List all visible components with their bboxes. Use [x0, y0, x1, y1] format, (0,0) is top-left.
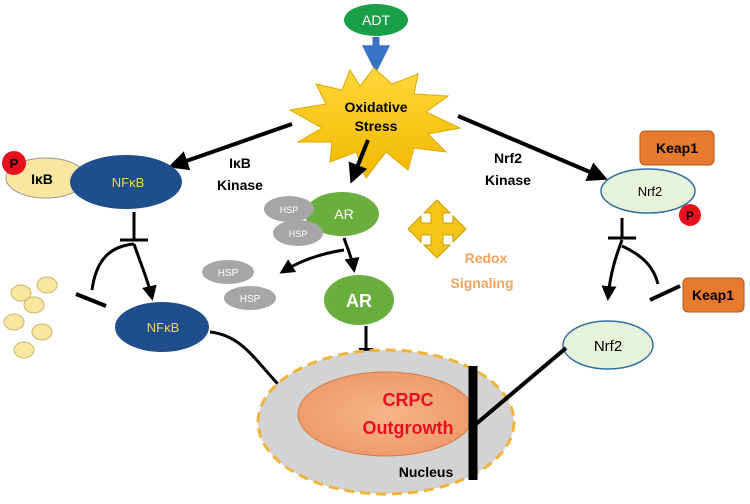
phospho-nrf2-badge — [679, 204, 701, 226]
keap1-node-bound — [639, 130, 715, 166]
nfkb-label-free: NFκB — [147, 320, 180, 335]
hsp-node-free — [224, 286, 276, 310]
ar-node-bound — [305, 192, 379, 236]
keap1-release-arrow — [621, 244, 660, 285]
crpc-outgrowth-node — [297, 371, 475, 457]
hsp-label: HSP — [280, 205, 299, 215]
ar-label-bound: AR — [334, 206, 353, 222]
hsp-node — [264, 196, 314, 222]
hsp-node-free — [202, 260, 254, 284]
oxidative-stress-node: Oxidative Stress — [288, 67, 462, 180]
redox-label-1: Redox — [465, 250, 508, 266]
hsp-label-free: HSP — [218, 268, 239, 279]
hsp-release-arrow — [279, 248, 345, 274]
phospho-ikb-badge — [2, 151, 26, 175]
hsp-label: HSP — [289, 229, 308, 239]
nucleus-label: Nucleus — [399, 464, 454, 480]
nfkb-label-cytoplasm: NFκB — [112, 175, 145, 190]
nfkb-free-node: NFκB — [115, 302, 209, 352]
stress-to-nrf2-arrow — [457, 114, 608, 181]
phospho-nrf2-label: P — [686, 209, 694, 223]
fragment — [10, 284, 32, 302]
fragment — [36, 276, 58, 294]
stress-to-ar-arrow — [348, 139, 370, 184]
adt-label: ADT — [362, 12, 390, 28]
crpc-label-1: CRPC — [382, 390, 433, 410]
ikb-kinase-label-2: Kinase — [217, 177, 263, 193]
nfkb-to-nucleus-down-arrow — [132, 243, 157, 301]
keap1-label-free: Keap1 — [692, 287, 734, 303]
nrf2-label-bound: Nrf2 — [638, 184, 663, 199]
nrf2-label-free: Nrf2 — [594, 338, 622, 355]
hsp-node — [273, 220, 323, 246]
ikb-degradation-tbar — [75, 292, 107, 308]
fragment — [13, 341, 35, 359]
keap1-node-free — [682, 277, 745, 313]
adt-node: ADT — [344, 4, 408, 36]
ikb-degradation-arrow — [90, 242, 135, 291]
ikb-label: IκB — [31, 171, 53, 187]
fragment — [31, 323, 53, 341]
stress-to-nfkb-arrow — [168, 122, 293, 171]
ikb-kinase-label-1: IκB — [229, 155, 251, 171]
ar-free-node: AR — [324, 275, 394, 325]
keap1-nrf2-complex: Keap1 Nrf2 P — [600, 130, 715, 226]
oxidative-stress-label-2: Stress — [355, 118, 398, 134]
nrf2-inhibition-line — [474, 346, 568, 426]
nrf2-node-bound — [600, 168, 696, 214]
redox-label-2: Signaling — [451, 275, 514, 291]
keap1-label-bound: Keap1 — [656, 140, 698, 156]
nrf2-kinase-label-1: Nrf2 — [494, 150, 522, 166]
keap1-release-tbar — [649, 284, 681, 302]
nrf2-to-free-arrow — [601, 239, 624, 301]
ar-label-free: AR — [346, 291, 372, 311]
hsp-label-free: HSP — [240, 294, 261, 305]
nrf2-kinase-label-2: Kinase — [485, 172, 531, 188]
nfkb-node-cytoplasm — [70, 155, 182, 209]
fragment — [23, 296, 45, 314]
four-way-arrow-icon — [407, 199, 467, 259]
ar-hsp-complex: AR HSP HSP — [264, 192, 379, 246]
ar-to-free-ar-arrow — [342, 237, 360, 273]
phospho-ikb-label: P — [10, 156, 19, 171]
oxidative-stress-label-1: Oxidative — [344, 99, 407, 115]
degraded-ikb-fragments — [3, 276, 58, 359]
nrf2-free-node: Nrf2 — [562, 320, 654, 370]
fragment — [3, 313, 25, 331]
ikb-nfkb-complex: IκB NFκB P — [2, 151, 182, 209]
nucleus: CRPC Outgrowth Nucleus — [256, 348, 516, 496]
crpc-label-2: Outgrowth — [363, 418, 454, 438]
redox-signaling-node: Redox Signaling — [407, 199, 514, 291]
